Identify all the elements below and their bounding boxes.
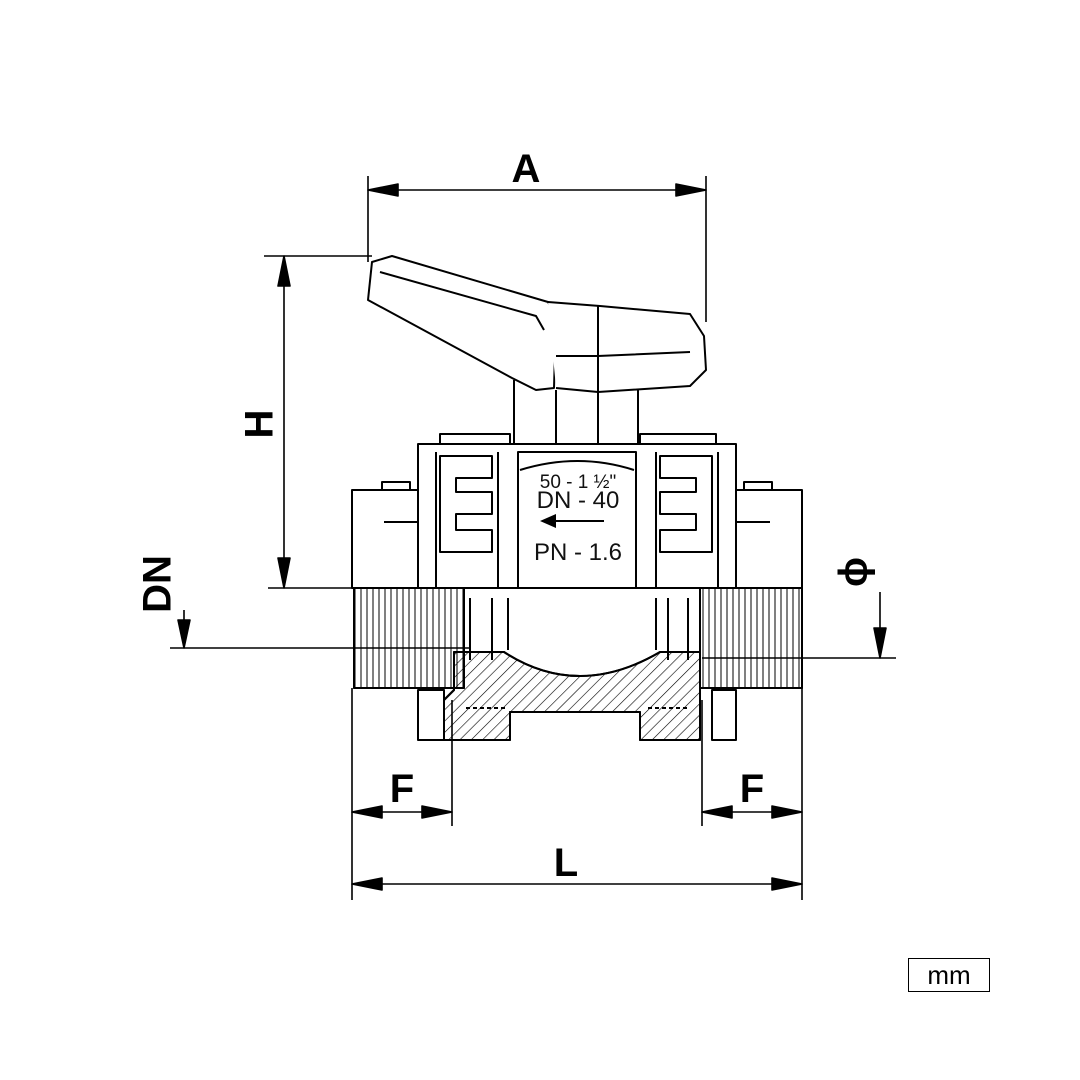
valve-stem — [513, 380, 639, 452]
valve-body — [417, 433, 737, 589]
marking-pn: PN - 1.6 — [534, 539, 622, 566]
marking-size: 50 - 1 ½" — [540, 472, 616, 493]
section-view — [354, 651, 802, 741]
union-nut-right — [735, 481, 803, 589]
threaded-end-right — [699, 587, 803, 689]
label-f-left: F — [390, 767, 414, 811]
label-h: H — [238, 410, 282, 439]
marking-dn: DN - 40 — [537, 487, 620, 514]
label-a: A — [512, 147, 541, 191]
label-phi: ϕ — [832, 557, 876, 587]
bore — [464, 587, 700, 660]
label-l: L — [554, 841, 578, 885]
unit-label: mm — [927, 959, 971, 990]
label-dn: DN — [136, 555, 180, 613]
valve-handle — [367, 255, 707, 393]
dimension-lines — [170, 176, 896, 900]
flow-arrow — [540, 514, 604, 528]
unit-box: mm — [908, 958, 990, 992]
union-nut-left — [351, 481, 419, 589]
threaded-end-left — [353, 587, 465, 689]
label-f-right: F — [740, 767, 764, 811]
